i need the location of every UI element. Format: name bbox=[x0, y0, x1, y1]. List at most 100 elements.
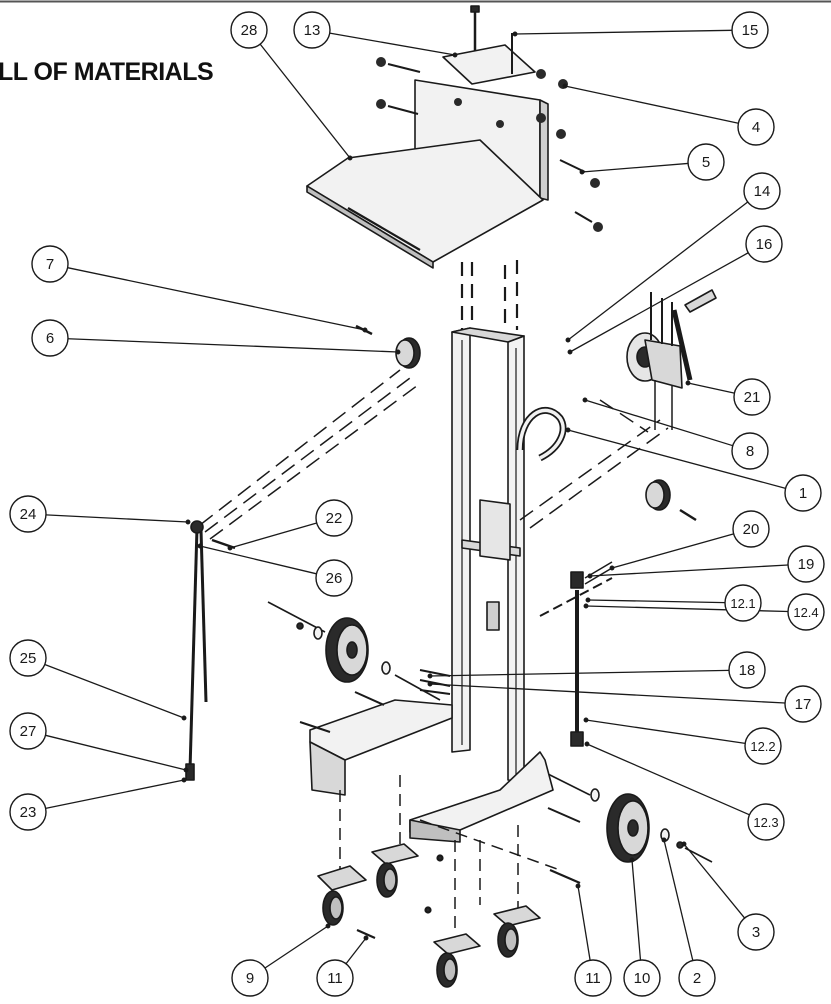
top-clamp-plate bbox=[442, 44, 536, 85]
leader-line bbox=[45, 514, 189, 523]
platform-edge bbox=[306, 185, 434, 269]
leader-tip bbox=[427, 673, 433, 679]
leader-tip bbox=[181, 715, 187, 721]
balloon-circle bbox=[678, 959, 716, 997]
balloon-circle bbox=[9, 495, 47, 533]
balloon-circle bbox=[737, 108, 775, 146]
callout-balloon: 25 bbox=[9, 639, 47, 677]
callout-balloon: 12.1 bbox=[724, 584, 762, 622]
callout-label: 25 bbox=[20, 650, 37, 667]
callout-balloon: 23 bbox=[9, 793, 47, 831]
leader-tip bbox=[609, 565, 615, 571]
leader-tip bbox=[565, 337, 571, 343]
leader-tip bbox=[579, 169, 585, 175]
callout-label: 9 bbox=[246, 970, 254, 987]
leader-line bbox=[429, 669, 730, 677]
leader-line bbox=[587, 599, 726, 604]
leader-tip bbox=[363, 935, 369, 941]
callout-label: 18 bbox=[739, 662, 756, 679]
leader-tip bbox=[452, 52, 458, 58]
leader-tip bbox=[565, 427, 571, 433]
leader-line bbox=[663, 839, 694, 961]
leader-line bbox=[564, 85, 739, 124]
nuts-group bbox=[376, 57, 603, 232]
balloon-circle bbox=[728, 651, 766, 689]
leader-line bbox=[683, 843, 746, 919]
carriage-side-plate bbox=[539, 99, 549, 201]
leader-line bbox=[611, 533, 734, 569]
callout-balloon: 14 bbox=[743, 172, 781, 210]
callout-balloon: 18 bbox=[728, 651, 766, 689]
platform-rib bbox=[347, 207, 421, 251]
balloon-circle bbox=[293, 11, 331, 49]
balloon-circle bbox=[315, 559, 353, 597]
caster-2 bbox=[371, 843, 419, 898]
callout-balloon: 10 bbox=[623, 959, 661, 997]
leader-tip bbox=[183, 767, 189, 773]
callout-label: 14 bbox=[754, 183, 771, 200]
callout-label: 24 bbox=[20, 506, 37, 523]
callout-label: 10 bbox=[634, 970, 651, 987]
leader-line bbox=[589, 564, 789, 577]
callout-label: 12.2 bbox=[750, 739, 775, 754]
leader-tip bbox=[185, 519, 191, 525]
leader-line bbox=[259, 43, 351, 159]
balloon-circle bbox=[731, 11, 769, 49]
mast-bracket bbox=[486, 601, 500, 631]
leader-tip bbox=[562, 83, 568, 89]
leader-tip bbox=[362, 327, 368, 333]
mast-inner-carriage bbox=[479, 499, 511, 561]
upper-pulley bbox=[395, 337, 421, 369]
balloon-circle bbox=[9, 793, 47, 831]
balloon-circle bbox=[9, 712, 47, 750]
callout-balloon: 21 bbox=[733, 378, 771, 416]
leader-line bbox=[199, 545, 317, 575]
leader-tip bbox=[427, 681, 433, 687]
balloon-circle bbox=[687, 143, 725, 181]
leader-line bbox=[45, 734, 187, 771]
callout-balloon: 24 bbox=[9, 495, 47, 533]
balloon-circle bbox=[574, 959, 612, 997]
mast-bolts bbox=[419, 669, 451, 695]
leader-line bbox=[329, 32, 456, 56]
left-wheel bbox=[267, 601, 441, 701]
balloon-circle bbox=[747, 803, 785, 841]
leader-tip bbox=[227, 545, 233, 551]
callout-balloon: 20 bbox=[732, 510, 770, 548]
balloon-circle bbox=[745, 225, 783, 263]
push-handle-inner bbox=[518, 408, 565, 460]
balloon-circle bbox=[784, 685, 822, 723]
leader-tip bbox=[567, 349, 573, 355]
leader-line bbox=[585, 719, 746, 745]
balloon-circle bbox=[787, 593, 825, 631]
leader-lines bbox=[44, 29, 789, 969]
balloon-circle bbox=[737, 913, 775, 951]
right-wheel bbox=[539, 769, 713, 863]
left-base-leg bbox=[299, 691, 453, 796]
leader-tip bbox=[347, 155, 353, 161]
leader-line bbox=[581, 162, 689, 173]
callout-label: 27 bbox=[20, 723, 37, 740]
callout-balloon: 4 bbox=[737, 108, 775, 146]
assembly-parts bbox=[185, 5, 717, 988]
callout-balloon: 17 bbox=[784, 685, 822, 723]
caster-4 bbox=[493, 905, 541, 958]
assembly-dashed-lines bbox=[460, 260, 519, 332]
leader-line bbox=[631, 859, 642, 961]
balloon-circle bbox=[231, 959, 269, 997]
callout-balloon: 12.4 bbox=[787, 593, 825, 631]
leader-tip bbox=[584, 741, 590, 747]
callout-balloon: 15 bbox=[731, 11, 769, 49]
leader-line bbox=[264, 925, 329, 969]
callout-balloon: 11 bbox=[316, 959, 354, 997]
balloon-circle bbox=[787, 545, 825, 583]
callout-balloon: 2 bbox=[678, 959, 716, 997]
callout-label: 2 bbox=[693, 970, 701, 987]
leader-tip bbox=[685, 380, 691, 386]
callout-label: 26 bbox=[326, 570, 343, 587]
callout-balloon: 3 bbox=[737, 913, 775, 951]
leader-tip bbox=[395, 349, 401, 355]
leader-line bbox=[687, 382, 735, 394]
balloon-circle bbox=[732, 510, 770, 548]
